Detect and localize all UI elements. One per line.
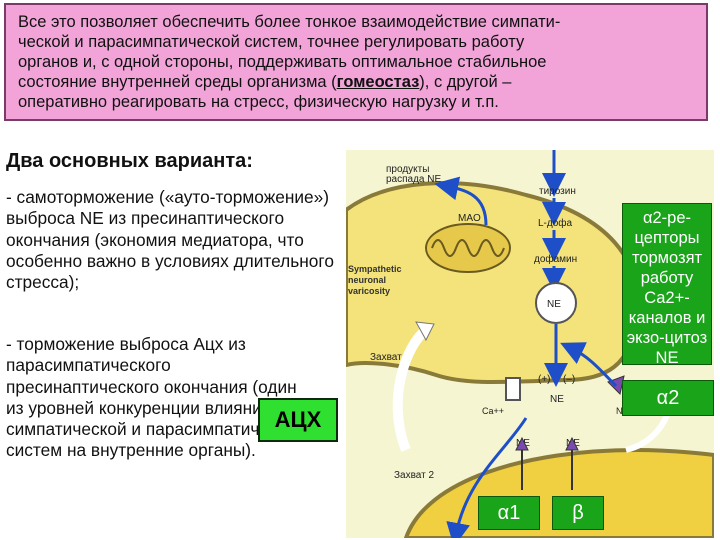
alpha2-annotation: α2 xyxy=(622,380,714,416)
intro-line-4-post: ), с другой – xyxy=(419,73,512,91)
varicosity-label-3: varicosity xyxy=(348,286,390,296)
alpha1-annotation: α1 xyxy=(478,496,540,530)
variant-1-text: - самоторможение («ауто-торможение») выб… xyxy=(6,187,334,293)
varicosity-label-2: neuronal xyxy=(348,275,386,285)
intro-line-4-pre: состояние внутренней среды организма ( xyxy=(18,73,337,91)
ldopa-label: L-дофа xyxy=(538,217,573,229)
uptake1-arrow-head xyxy=(415,321,435,342)
vesicle-ne-label: NE xyxy=(547,299,561,310)
intro-line-1: Все это позволяет обеспечить более тонко… xyxy=(18,13,561,31)
calcium-channel xyxy=(505,377,521,401)
varicosity-label-1: Sympathetic xyxy=(348,264,402,274)
intro-line-4: состояние внутренней среды организма (го… xyxy=(18,72,694,92)
mao-label: MAO xyxy=(458,213,481,224)
uptake2-label: Захват 2 xyxy=(394,470,435,481)
intro-line-2: ческой и парасимпатической систем, точне… xyxy=(18,33,525,51)
alpha2-receptor-annotation: α2-ре-цепторы тормозят работу Ca2+-канал… xyxy=(622,203,712,367)
dopamine-label: дофамин xyxy=(534,253,577,265)
beta-annotation: β xyxy=(552,496,604,530)
products-label-2: распада NE xyxy=(386,174,441,185)
ach-label: АЦХ xyxy=(258,398,338,442)
mitochondrion xyxy=(425,223,511,273)
intro-line-5: оперативно реагировать на стресс, физиче… xyxy=(18,93,499,111)
section-heading: Два основных варианта: xyxy=(6,150,253,172)
uptake1-label: Захват 1 xyxy=(370,352,411,363)
homeostasis-term: гомеостаз xyxy=(336,73,420,91)
cleft-ne-label: NE xyxy=(550,394,564,405)
calcium-label: Ca++ xyxy=(482,406,504,416)
uptake2-arrow xyxy=(446,417,528,538)
feedback-arrow xyxy=(560,342,618,388)
tyrosine-label: тирозин xyxy=(539,186,576,197)
degradation-arrow xyxy=(434,176,488,226)
plus-label: (+) xyxy=(538,374,551,385)
products-label-1: продукты xyxy=(386,164,429,175)
intro-box: Все это позволяет обеспечить более тонко… xyxy=(4,3,708,121)
variant-2-text: - торможение выброса Ацх из парасимпатич… xyxy=(6,334,305,461)
minus-label: (–) xyxy=(563,374,575,385)
vesicle xyxy=(535,282,577,324)
uptake1-arrow-body xyxy=(392,326,430,452)
intro-line-3: органов и, с одной стороны, поддерживать… xyxy=(18,53,547,71)
